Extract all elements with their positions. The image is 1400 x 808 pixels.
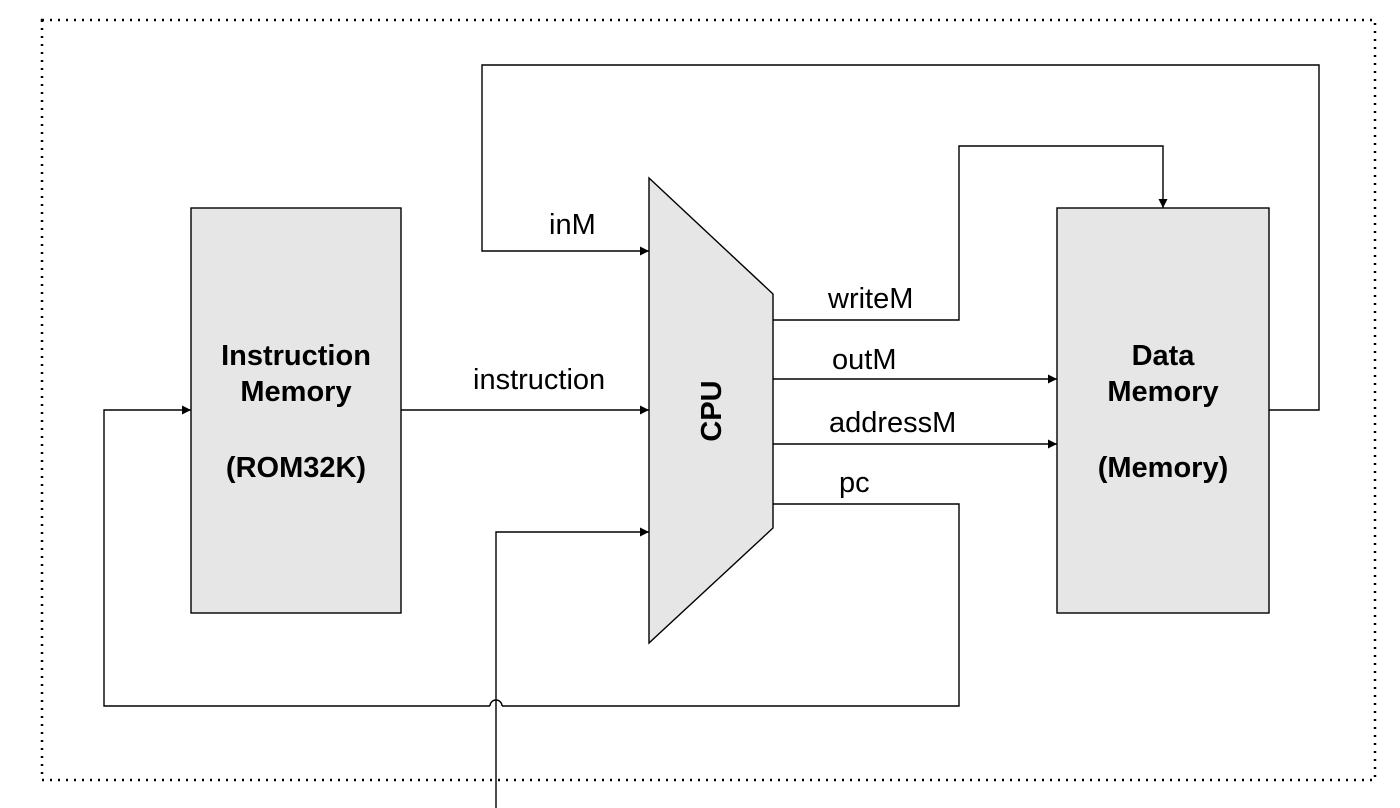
data-memory-label-line2: Memory xyxy=(1107,376,1218,408)
instruction-memory-label-line1: Instruction xyxy=(221,340,371,372)
cpu-shape xyxy=(648,176,774,645)
pc-label: pc xyxy=(839,467,870,499)
instruction-memory-label-line3: (ROM32K) xyxy=(226,452,366,484)
computer-boundary xyxy=(40,18,1377,782)
instruction-memory-box xyxy=(190,207,402,614)
instruction-memory-block: Instruction Memory (ROM32K) xyxy=(190,207,402,614)
data-memory-label-line1: Data xyxy=(1132,340,1196,372)
pc-wire xyxy=(502,503,960,707)
instruction-label: instruction xyxy=(473,364,605,396)
inM-wire xyxy=(481,64,1320,411)
writeM-label: writeM xyxy=(827,283,913,315)
data-memory-block: Data Memory (Memory) xyxy=(1056,207,1270,614)
writeM-wire xyxy=(773,145,1168,321)
data-memory-box xyxy=(1056,207,1270,614)
addressM-label: addressM xyxy=(829,407,956,439)
cpu-label: CPU xyxy=(696,380,728,441)
data-memory-label-line3: (Memory) xyxy=(1098,452,1229,484)
cpu-block: CPU xyxy=(648,176,774,645)
outM-label: outM xyxy=(832,344,896,376)
reset-wire xyxy=(495,527,649,808)
pc-wire-return xyxy=(103,405,490,707)
instruction-memory-label-line2: Memory xyxy=(240,376,351,408)
inM-label: inM xyxy=(549,209,596,241)
